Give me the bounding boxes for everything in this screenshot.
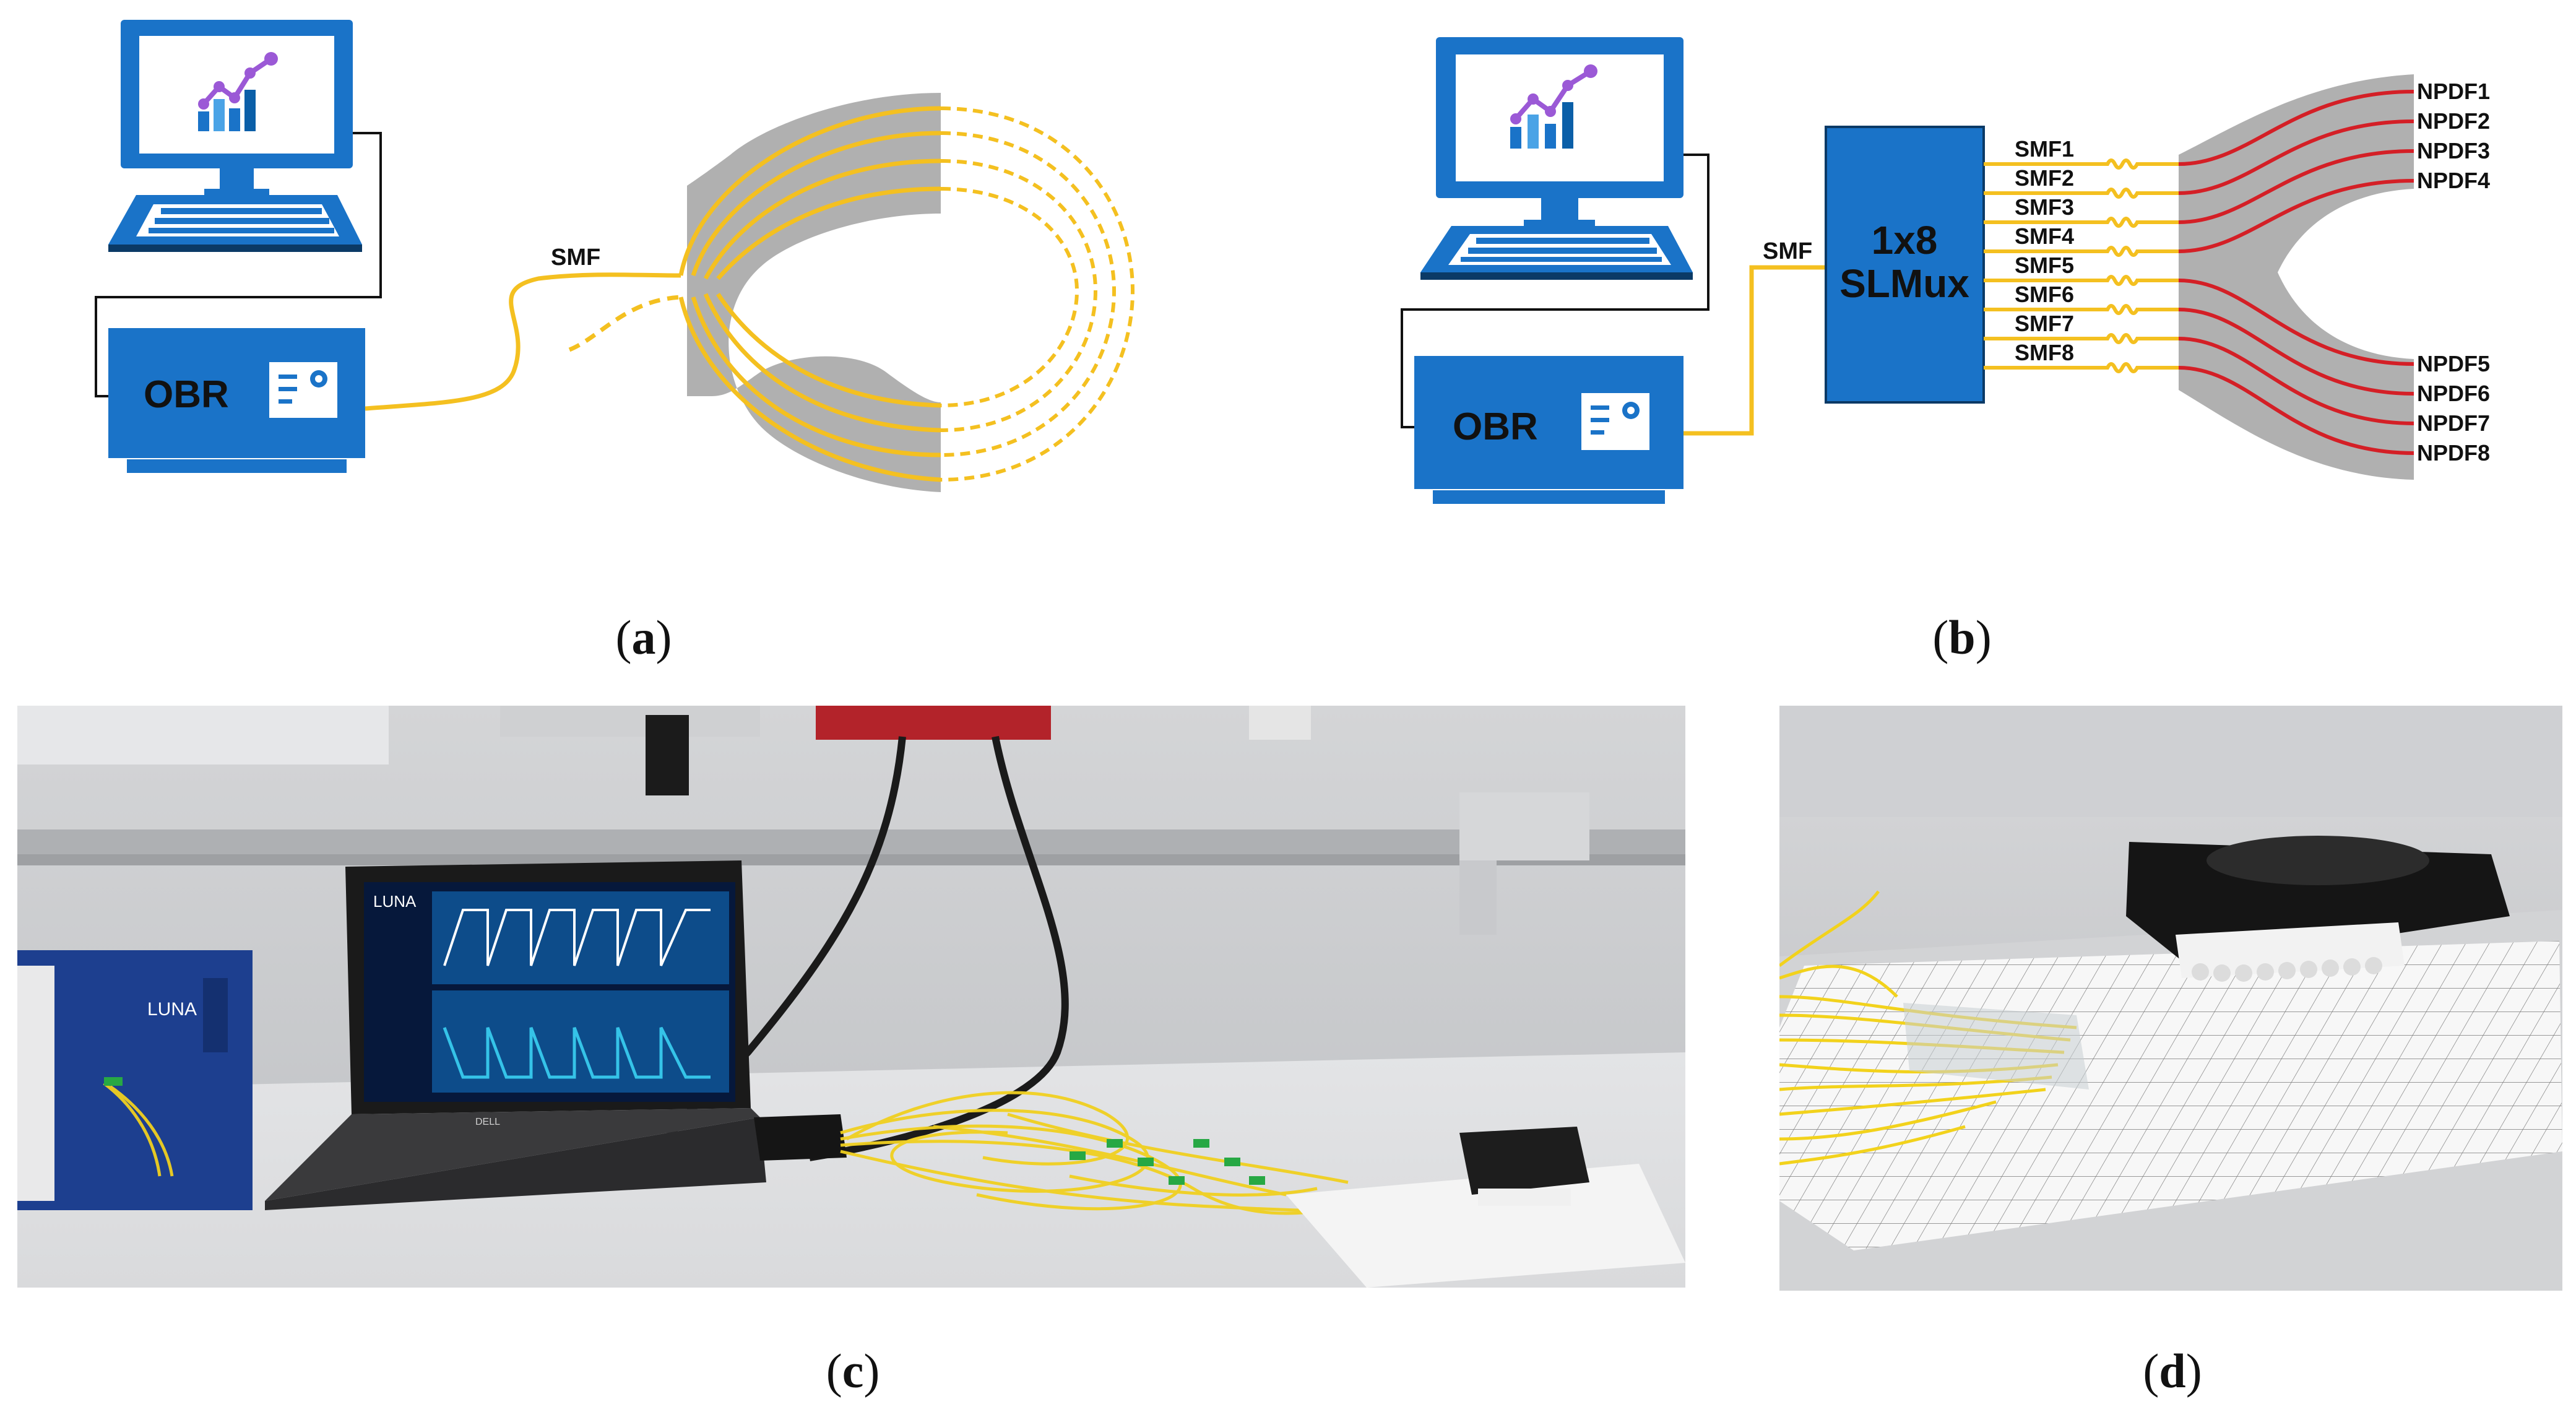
- smf-fiber: [1984, 158, 2179, 170]
- npdf-output-label: NPDF2: [2417, 108, 2490, 134]
- npdf-fiber: [2178, 149, 2414, 224]
- npdf-output-label: NPDF3: [2417, 138, 2490, 163]
- smf-fiber: [1984, 333, 2179, 344]
- smf-fiber: [1984, 362, 2179, 373]
- npdf-output-label: NPDF6: [2417, 381, 2490, 406]
- smf-output-label: SMF3: [2015, 194, 2074, 220]
- obr-label-a: OBR: [144, 373, 229, 416]
- smf-output-label: SMF8: [2015, 340, 2074, 365]
- smf-output-label: SMF2: [2015, 165, 2074, 191]
- obr-device-icon-b: [1414, 356, 1683, 504]
- caption-b: (b): [1932, 610, 1992, 664]
- smf-output-label: SMF4: [2015, 223, 2074, 249]
- mux-output-fibers: [1984, 90, 2414, 455]
- chart-icon: [198, 52, 278, 131]
- smf-output-labels: SMF1 SMF2 SMF3 SMF4 SMF5 SMF6 SMF7 SMF8: [2015, 136, 2074, 365]
- smf-fiber: [1984, 217, 2179, 228]
- npdf-fiber: [2178, 179, 2414, 253]
- smf-output-label: SMF7: [2015, 311, 2074, 336]
- smf-fiber: [1984, 304, 2179, 315]
- npdf-output-label: NPDF5: [2417, 351, 2490, 376]
- instrument-logo: LUNA: [147, 999, 197, 1020]
- npdf-output-labels: NPDF1 NPDF2 NPDF3 NPDF4 NPDF5 NPDF6 NPDF…: [2417, 79, 2490, 466]
- npdf-fiber: [2178, 337, 2414, 425]
- caption-d: (d): [2143, 1344, 2202, 1398]
- npdf-output-label: NPDF1: [2417, 79, 2490, 104]
- npdf-fiber: [2178, 90, 2414, 166]
- obr-device-icon: [108, 328, 365, 473]
- smf-label-a: SMF: [551, 245, 600, 271]
- obr-label-b: OBR: [1453, 405, 1538, 448]
- mux-label-line2: SLMux: [1839, 261, 1969, 306]
- smf-label-b: SMF: [1763, 238, 1812, 264]
- smf-fiber: [1984, 275, 2179, 286]
- npdf-fiber: [2178, 308, 2414, 396]
- caption-a: (a): [615, 610, 672, 664]
- laptop-screen-logo: LUNA: [373, 892, 417, 911]
- computer-monitor-icon-b: [1420, 37, 1693, 280]
- npdf-output-label: NPDF4: [2417, 168, 2490, 193]
- npdf-fiber: [2178, 366, 2414, 455]
- smf-output-label: SMF5: [2015, 253, 2074, 278]
- smf-fiber: [1984, 188, 2179, 199]
- panel-d-photo: [1779, 706, 2562, 1291]
- mux-label-line1: 1x8: [1872, 218, 1938, 262]
- npdf-fiber: [2178, 119, 2414, 195]
- npdf-output-label: NPDF7: [2417, 410, 2490, 436]
- smf-fiber: [1984, 246, 2179, 257]
- panel-c-photo: LUNA LUNA DELL: [17, 706, 1685, 1288]
- caption-c: (c): [826, 1344, 880, 1398]
- keyboard-icon: [108, 195, 362, 252]
- smf-output-label: SMF6: [2015, 282, 2074, 307]
- computer-monitor-icon: [108, 20, 362, 252]
- mux-device-icon: [1825, 126, 1985, 404]
- laptop-brand: DELL: [475, 1117, 500, 1127]
- npdf-fiber: [2178, 279, 2414, 366]
- smf-output-label: SMF1: [2015, 136, 2074, 162]
- npdf-output-label: NPDF8: [2417, 440, 2490, 466]
